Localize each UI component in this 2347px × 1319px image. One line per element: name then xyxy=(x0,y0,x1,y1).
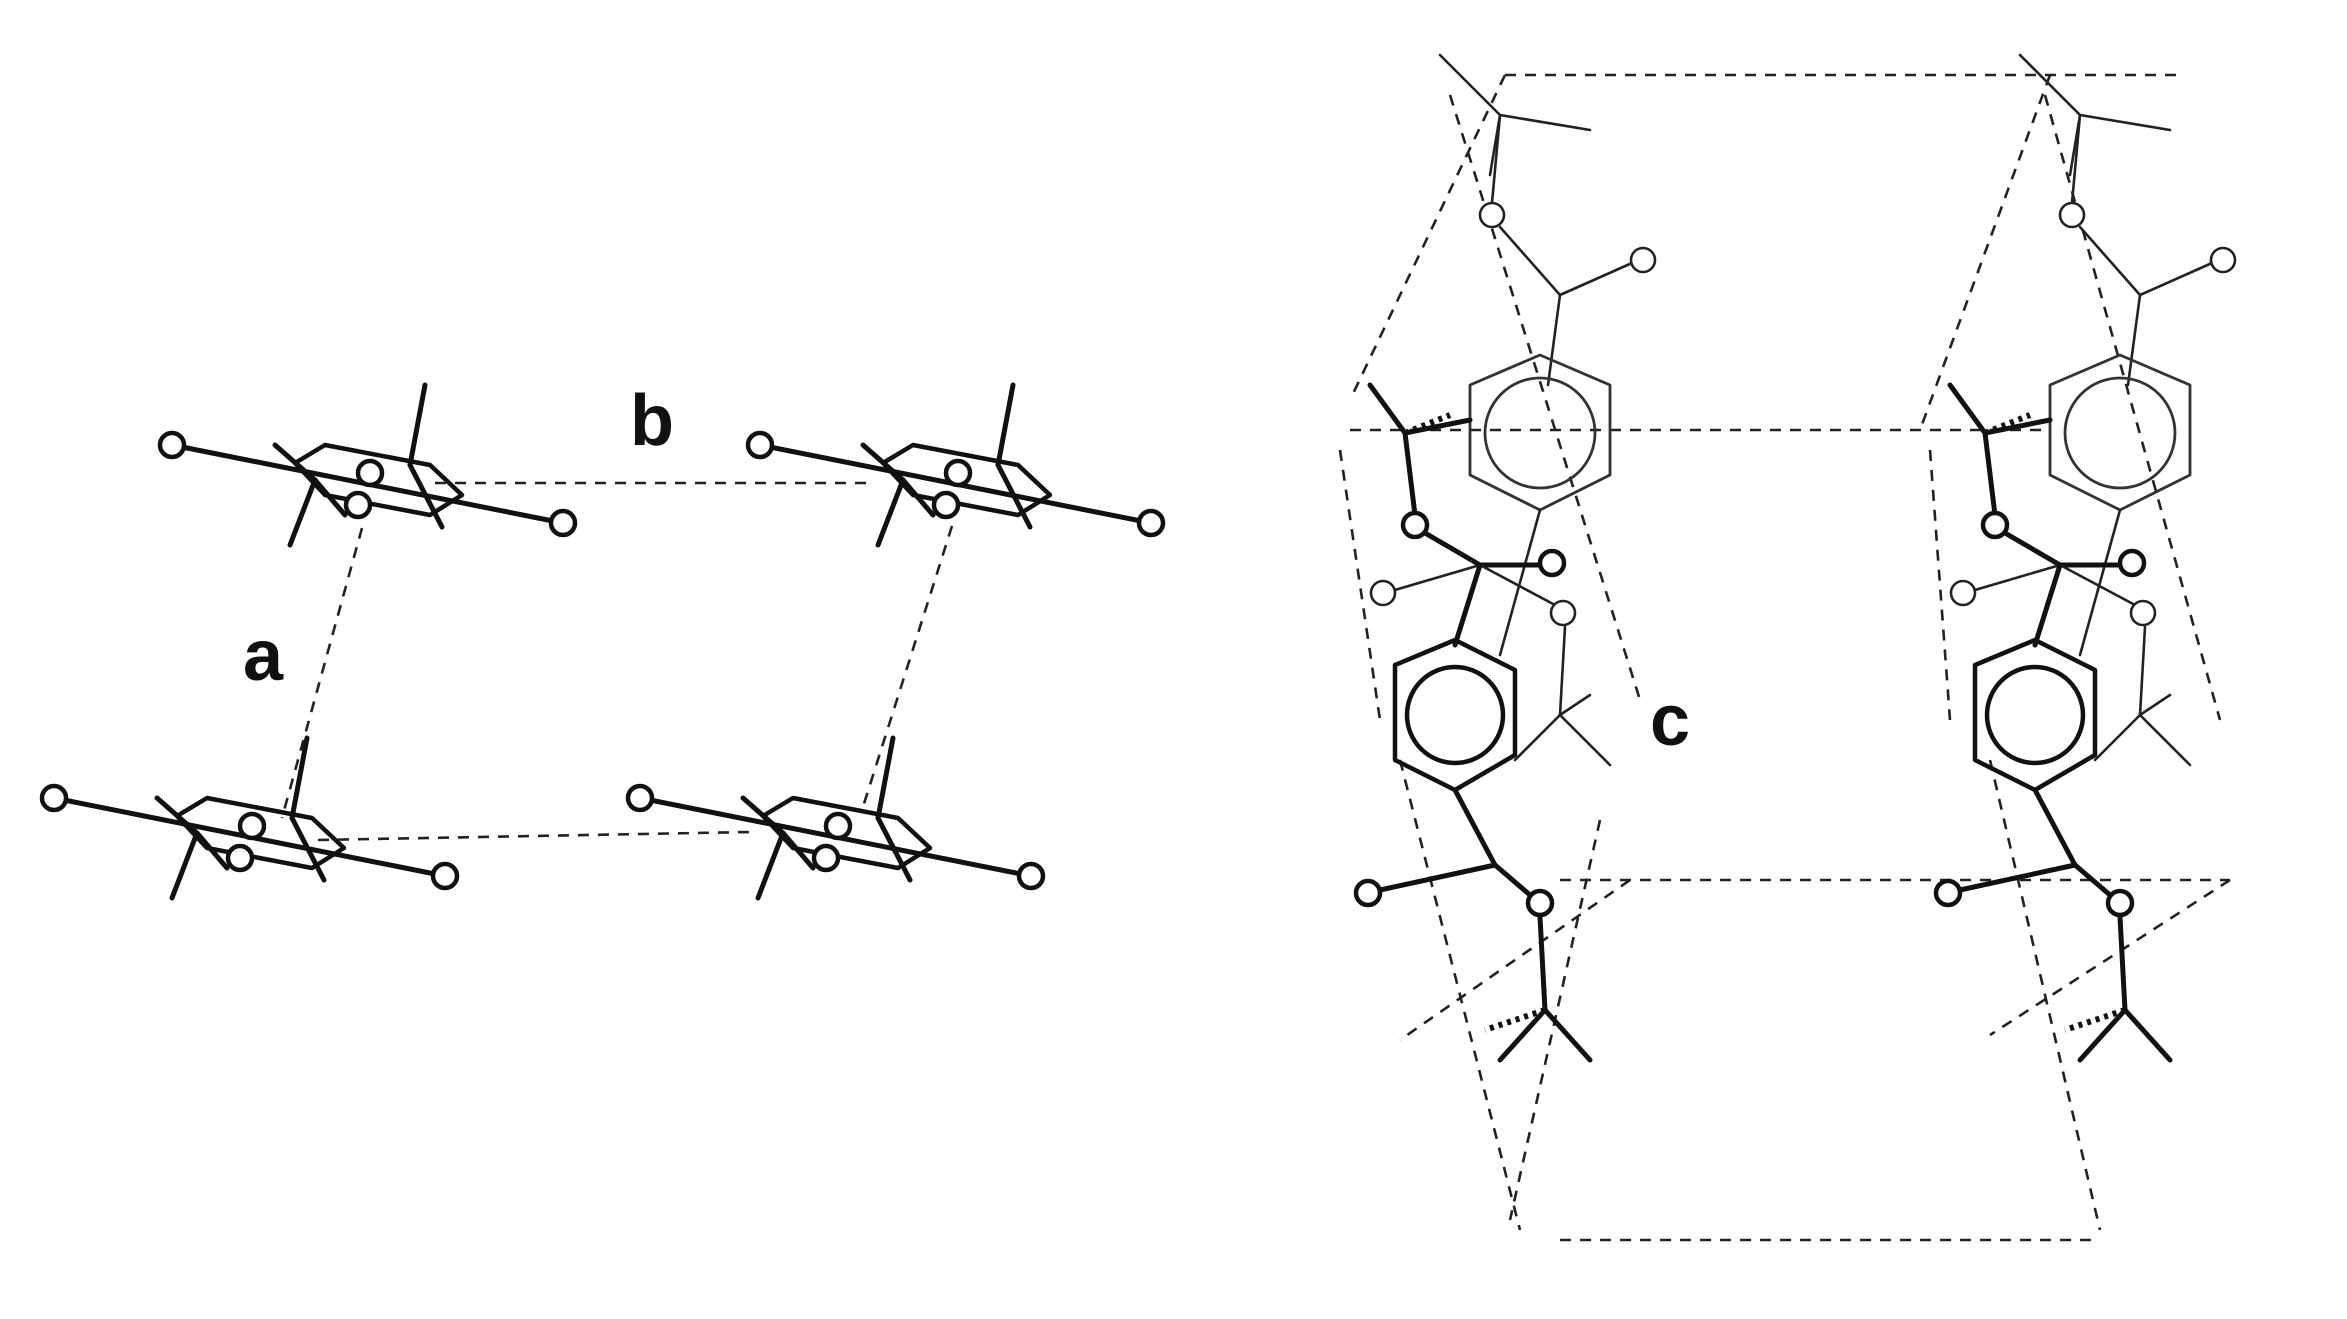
axis-label-a: a xyxy=(243,616,284,696)
molecule-top-right xyxy=(748,385,1163,545)
right-panel: c xyxy=(1338,55,2235,1242)
molecule-top-left xyxy=(160,385,575,545)
molecule-bottom-left xyxy=(42,738,457,898)
axis-label-c: c xyxy=(1650,681,1690,761)
hbond-network-left xyxy=(280,481,954,842)
unit-cell-dashes xyxy=(1338,73,2231,1242)
molecule-bottom-right xyxy=(628,738,1043,898)
axis-label-b: b xyxy=(630,381,674,461)
left-panel: b a xyxy=(42,381,1163,898)
molecule-chain-right xyxy=(1936,55,2235,1060)
molecule-chain-left xyxy=(1356,55,1655,1060)
